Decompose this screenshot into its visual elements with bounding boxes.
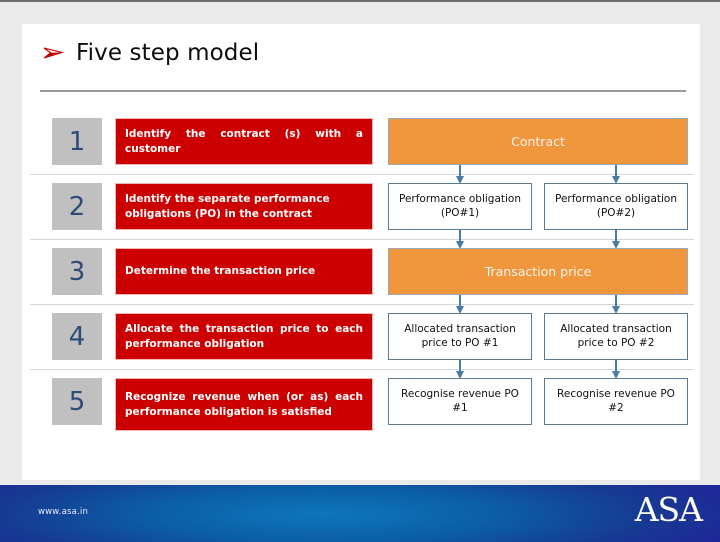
flow-box-recognise-po1-label: Recognise revenue PO #1 — [401, 387, 519, 414]
flow-box-recognise-po2-label: Recognise revenue PO #2 — [557, 387, 675, 414]
table-row: 3 Determine the transaction price Transa… — [30, 240, 694, 314]
step-description-2: Identify the separate performance obliga… — [125, 193, 330, 220]
flow-area-row-5: Recognise revenue PO #1 Recognise revenu… — [382, 370, 694, 438]
flow-area-row-4: Allocated transaction price to PO #1 All… — [382, 305, 694, 379]
flow-box-po1: Performance obligation (PO#1) — [388, 183, 532, 230]
flow-box-contract-label: Contract — [511, 134, 565, 149]
step-description-4: Allocate the transaction price to each p… — [125, 323, 363, 350]
asa-logo: ASA — [634, 490, 703, 529]
flow-box-po1-label: Performance obligation (PO#1) — [398, 192, 521, 219]
step-description-3: Determine the transaction price — [125, 265, 316, 278]
step-description-box-3: Determine the transaction price — [115, 248, 373, 295]
flow-box-recognise-po1: Recognise revenue PO #1 — [388, 378, 532, 425]
step-number-box-3: 3 — [52, 248, 102, 295]
step-description-1: Identify the contract (s) with a custome… — [125, 128, 363, 155]
flow-box-allocated-po2: Allocated transaction price to PO #2 — [544, 313, 688, 360]
flow-box-transaction-price: Transaction price — [388, 248, 688, 295]
step-description-box-2: Identify the separate performance obliga… — [115, 183, 373, 230]
flow-box-po2: Performance obligation (PO#2) — [544, 183, 688, 230]
flow-box-allocated-po1-label: Allocated transaction price to PO #1 — [404, 322, 516, 349]
flow-box-po2-label: Performance obligation (PO#2) — [554, 192, 677, 219]
step-number-box-5: 5 — [52, 378, 102, 425]
flow-area-row-1: Contract — [382, 110, 694, 184]
flow-box-allocated-po1: Allocated transaction price to PO #1 — [388, 313, 532, 360]
flow-box-recognise-po2: Recognise revenue PO #2 — [544, 378, 688, 425]
step-number-3: 3 — [68, 256, 86, 287]
flow-box-transaction-price-label: Transaction price — [484, 264, 592, 279]
step-number-1: 1 — [68, 126, 86, 157]
step-description-box-4: Allocate the transaction price to each p… — [115, 313, 373, 360]
red-arrow-bullet-icon — [42, 42, 64, 64]
flow-box-contract: Contract — [388, 118, 688, 165]
step-description-5: Recognize revenue when (or as) each perf… — [125, 391, 363, 418]
five-step-model-grid: 1 Identify the contract (s) with a custo… — [30, 110, 694, 438]
title-block: Five step model — [22, 24, 700, 92]
title-row: Five step model — [42, 40, 259, 66]
table-row: 5 Recognize revenue when (or as) each pe… — [30, 370, 694, 438]
slide-sheet: Five step model 1 Identify the contract … — [22, 24, 700, 480]
step-number-box-1: 1 — [52, 118, 102, 165]
flow-area-row-2: Performance obligation (PO#1) Performanc… — [382, 175, 694, 249]
flow-area-row-3: Transaction price — [382, 240, 694, 314]
page-title: Five step model — [76, 40, 260, 66]
step-number-box-2: 2 — [52, 183, 102, 230]
step-description-box-1: Identify the contract (s) with a custome… — [115, 118, 373, 165]
title-divider — [40, 90, 686, 92]
footer-website-url[interactable]: www.asa.in — [38, 507, 89, 517]
step-description-box-5: Recognize revenue when (or as) each perf… — [115, 378, 373, 431]
step-number-4: 4 — [68, 321, 86, 352]
table-row: 1 Identify the contract (s) with a custo… — [30, 110, 694, 184]
step-number-box-4: 4 — [52, 313, 102, 360]
step-number-2: 2 — [68, 191, 86, 222]
table-row: 4 Allocate the transaction price to each… — [30, 305, 694, 379]
footer-bar: www.asa.in ASA — [0, 485, 720, 542]
flow-box-allocated-po2-label: Allocated transaction price to PO #2 — [560, 322, 672, 349]
table-row: 2 Identify the separate performance obli… — [30, 175, 694, 249]
step-number-5: 5 — [68, 386, 86, 417]
